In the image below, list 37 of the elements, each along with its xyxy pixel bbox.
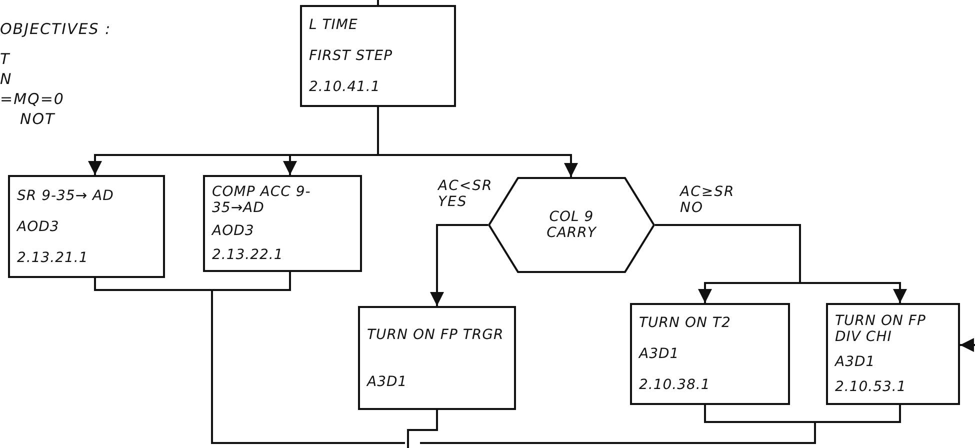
box-text: TURN ON T2: [639, 315, 732, 332]
note-text: =MQ=0: [0, 90, 64, 108]
process-box: [826, 303, 960, 405]
box-text: TURN ON FP TRGR: [367, 326, 505, 342]
process-box: [300, 5, 456, 107]
box-text: COL 9 CARRY: [546, 209, 598, 241]
box-text: AOD3: [17, 218, 60, 234]
box-text: FIRST STEP: [309, 48, 394, 64]
box-text: 2.13.21.1: [17, 250, 90, 266]
box-text: AOD3: [212, 223, 256, 240]
connector-line: [377, 107, 578, 177]
process-box: [203, 175, 362, 272]
box-text: A3D1: [835, 354, 876, 370]
connector-line: [377, 0, 379, 5]
box-text: A3D1: [367, 374, 408, 390]
connector-line: [960, 338, 975, 352]
connector-line: [407, 410, 438, 448]
process-box: [8, 175, 165, 278]
connector-line: [430, 224, 488, 306]
connector-line: [211, 272, 405, 444]
process-box: [630, 303, 790, 405]
box-text: 2.10.41.1: [309, 78, 382, 95]
box-text: TURN ON FP DIV CHI: [835, 312, 927, 345]
connector-line: [655, 224, 907, 303]
box-text: 2.10.53.1: [835, 379, 908, 396]
note-text: T: [0, 50, 10, 68]
box-text: 2.13.22.1: [212, 247, 284, 264]
note-text: OBJECTIVES :: [0, 20, 112, 38]
box-text: 2.10.38.1: [639, 376, 712, 393]
box-text: A3D1: [639, 346, 680, 362]
process-box: [358, 306, 516, 410]
box-text: SR 9-35→ AD: [17, 188, 115, 204]
connector-line: [420, 405, 901, 444]
box-text: COMP ACC 9-35→AD: [212, 184, 312, 216]
note-text: NOT: [20, 110, 56, 128]
box-text: L TIME: [309, 17, 359, 34]
note-text: N: [0, 70, 12, 88]
